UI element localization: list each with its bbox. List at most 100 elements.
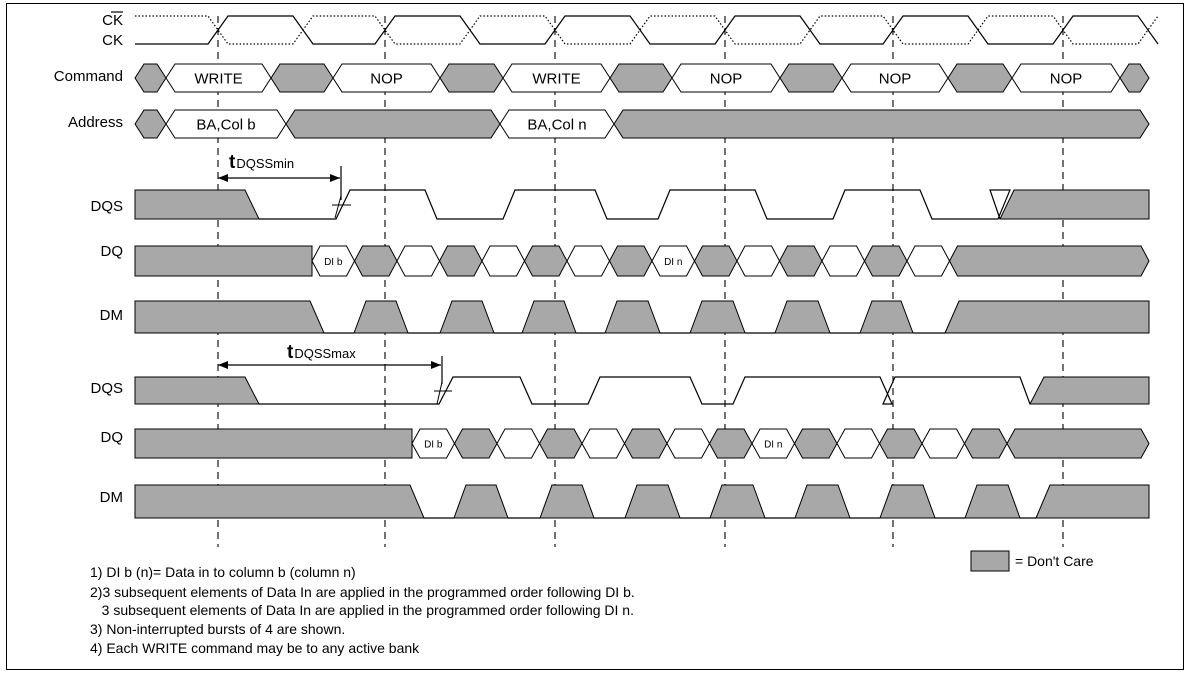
address-dont-care: [285, 109, 501, 139]
note-2-continued: 3 subsequent elements of Data In are app…: [90, 602, 634, 618]
dq-min-dont-care: [693, 245, 738, 277]
note-4: 4) Each WRITE command may be to any acti…: [90, 640, 420, 656]
signal-label-dqs-1: DQS: [90, 198, 123, 215]
dq-min-dont-care: [438, 245, 483, 277]
address-dont-care: [613, 109, 1150, 139]
dqs-waveform-min: [134, 189, 1150, 220]
command-cell-label: NOP: [879, 71, 912, 88]
dq-min-data-cell: [736, 245, 781, 277]
address-cell-label: BA,Col b: [196, 117, 255, 134]
command-dont-care: [270, 63, 334, 93]
dqs-max-crosshair-v: [436, 381, 443, 405]
signal-label-address: Address: [68, 114, 123, 131]
note-1: 1) DI b (n)= Data in to column b (column…: [90, 564, 356, 580]
dq-min-dont-care: [608, 245, 653, 277]
dq-min-dont-care-end: [948, 245, 1150, 277]
dqs-min-crosshair-v: [334, 195, 342, 219]
dqs-min-dont-care-start: [134, 189, 260, 220]
dq-min-data-cell: [821, 245, 866, 277]
note-3: 3) Non-interrupted bursts of 4 are shown…: [90, 621, 345, 637]
dq-max-data-cell-label: DI b: [424, 440, 443, 451]
dq-max-data-cell: [666, 428, 711, 459]
dm-min-dont-care: [689, 300, 746, 334]
signal-label-dm-2: DM: [100, 489, 123, 506]
signal-label-dq-1: DQ: [101, 243, 124, 260]
dq-max-dont-care-start: [134, 428, 413, 459]
dq-max-dont-care: [623, 428, 668, 459]
signal-label-dq-2: DQ: [101, 429, 124, 446]
dqs-waveform-max: [134, 376, 1150, 405]
dqs-max-dont-care-start: [134, 376, 260, 405]
dqs-max-trace: [259, 376, 1031, 405]
dq-max-data-cell: [581, 428, 626, 459]
dq-min-dont-care-start: [134, 245, 313, 277]
dqs-max-dont-care-end: [1029, 376, 1150, 405]
dm-max-dont-care: [794, 484, 851, 519]
dq-max-dont-care: [453, 428, 498, 459]
dm-max-dont-care: [709, 484, 766, 519]
dm-min-dont-care: [521, 300, 577, 334]
dq-max-data-cell: [836, 428, 881, 459]
signal-label-ck: CK: [102, 32, 123, 49]
dq-min-data-cell: [396, 245, 441, 277]
command-cell-label: NOP: [370, 71, 403, 88]
timing-arrows: [218, 166, 452, 405]
command-cell-label: WRITE: [532, 71, 580, 88]
dm-min-dont-care: [774, 300, 831, 334]
dm-max-dont-care: [879, 484, 936, 519]
dq-min-dont-care: [778, 245, 823, 277]
dq-min-data-cell-label: DI b: [324, 257, 343, 268]
dq-min-dont-care: [353, 245, 398, 277]
signal-label-dm-1: DM: [100, 307, 123, 324]
tdqssmax-label: tDQSSmax: [287, 342, 356, 363]
dq-max-dont-care-end: [1006, 428, 1150, 459]
dm-max-dont-care: [964, 484, 1021, 519]
dm-min-dont-care: [353, 300, 409, 334]
dm-max-dont-care: [539, 484, 595, 519]
dm-max-dont-care-end: [1035, 484, 1150, 519]
signal-label-command: Command: [54, 68, 123, 85]
dm-min-dont-care-end: [944, 300, 1150, 334]
ck-bar-trace: [135, 15, 1159, 45]
dm-min-dont-care: [439, 300, 495, 334]
dq-min-data-cell: [481, 245, 526, 277]
note-2: 2)3 subsequent elements of Data In are a…: [90, 584, 635, 600]
dq-min-data-cell: [566, 245, 611, 277]
dm-min-dont-care: [604, 300, 661, 334]
dm-waveform-max: [134, 484, 1150, 519]
clock-waveform: [135, 15, 1159, 45]
dq-max-dont-care: [538, 428, 583, 459]
tdqssmin-arrow-head-right: [330, 174, 340, 182]
address-cell-label: BA,Col n: [527, 117, 586, 134]
signal-label-ck-bar: CK: [102, 12, 123, 29]
command-cell-label: WRITE: [194, 71, 242, 88]
dm-max-dont-care: [453, 484, 509, 519]
dm-max-dont-care: [624, 484, 681, 519]
command-dont-care: [779, 63, 843, 93]
tdqssmin-label: tDQSSmin: [229, 152, 294, 173]
dq-max-data-cell: [496, 428, 541, 459]
dq-min-data-cell: [906, 245, 951, 277]
address-dont-care: [134, 109, 167, 139]
dm-waveform-min: [134, 300, 1150, 334]
dq-max-data-cell: [921, 428, 966, 459]
dont-care-swatch: [970, 550, 1010, 572]
tdqssmin-arrow-head-left: [218, 174, 228, 182]
address-bus: BA,Col b BA,Col n: [134, 109, 1150, 139]
legend-text: = Don't Care: [1015, 553, 1094, 569]
signal-label-dqs-2: DQS: [90, 380, 123, 397]
command-dont-care: [947, 63, 1013, 93]
tdqssmax-arrow-head-left: [218, 361, 228, 369]
command-cell-label: NOP: [710, 71, 743, 88]
dm-max-dont-care-start: [134, 484, 425, 519]
dq-max-dont-care: [878, 428, 923, 459]
command-dont-care: [609, 63, 673, 93]
tdqssmax-arrow-head-right: [431, 361, 441, 369]
dqs-min-dont-care-end: [999, 189, 1150, 220]
command-dont-care: [1119, 63, 1150, 93]
dm-min-dont-care: [859, 300, 914, 334]
dq-max-dont-care: [708, 428, 753, 459]
